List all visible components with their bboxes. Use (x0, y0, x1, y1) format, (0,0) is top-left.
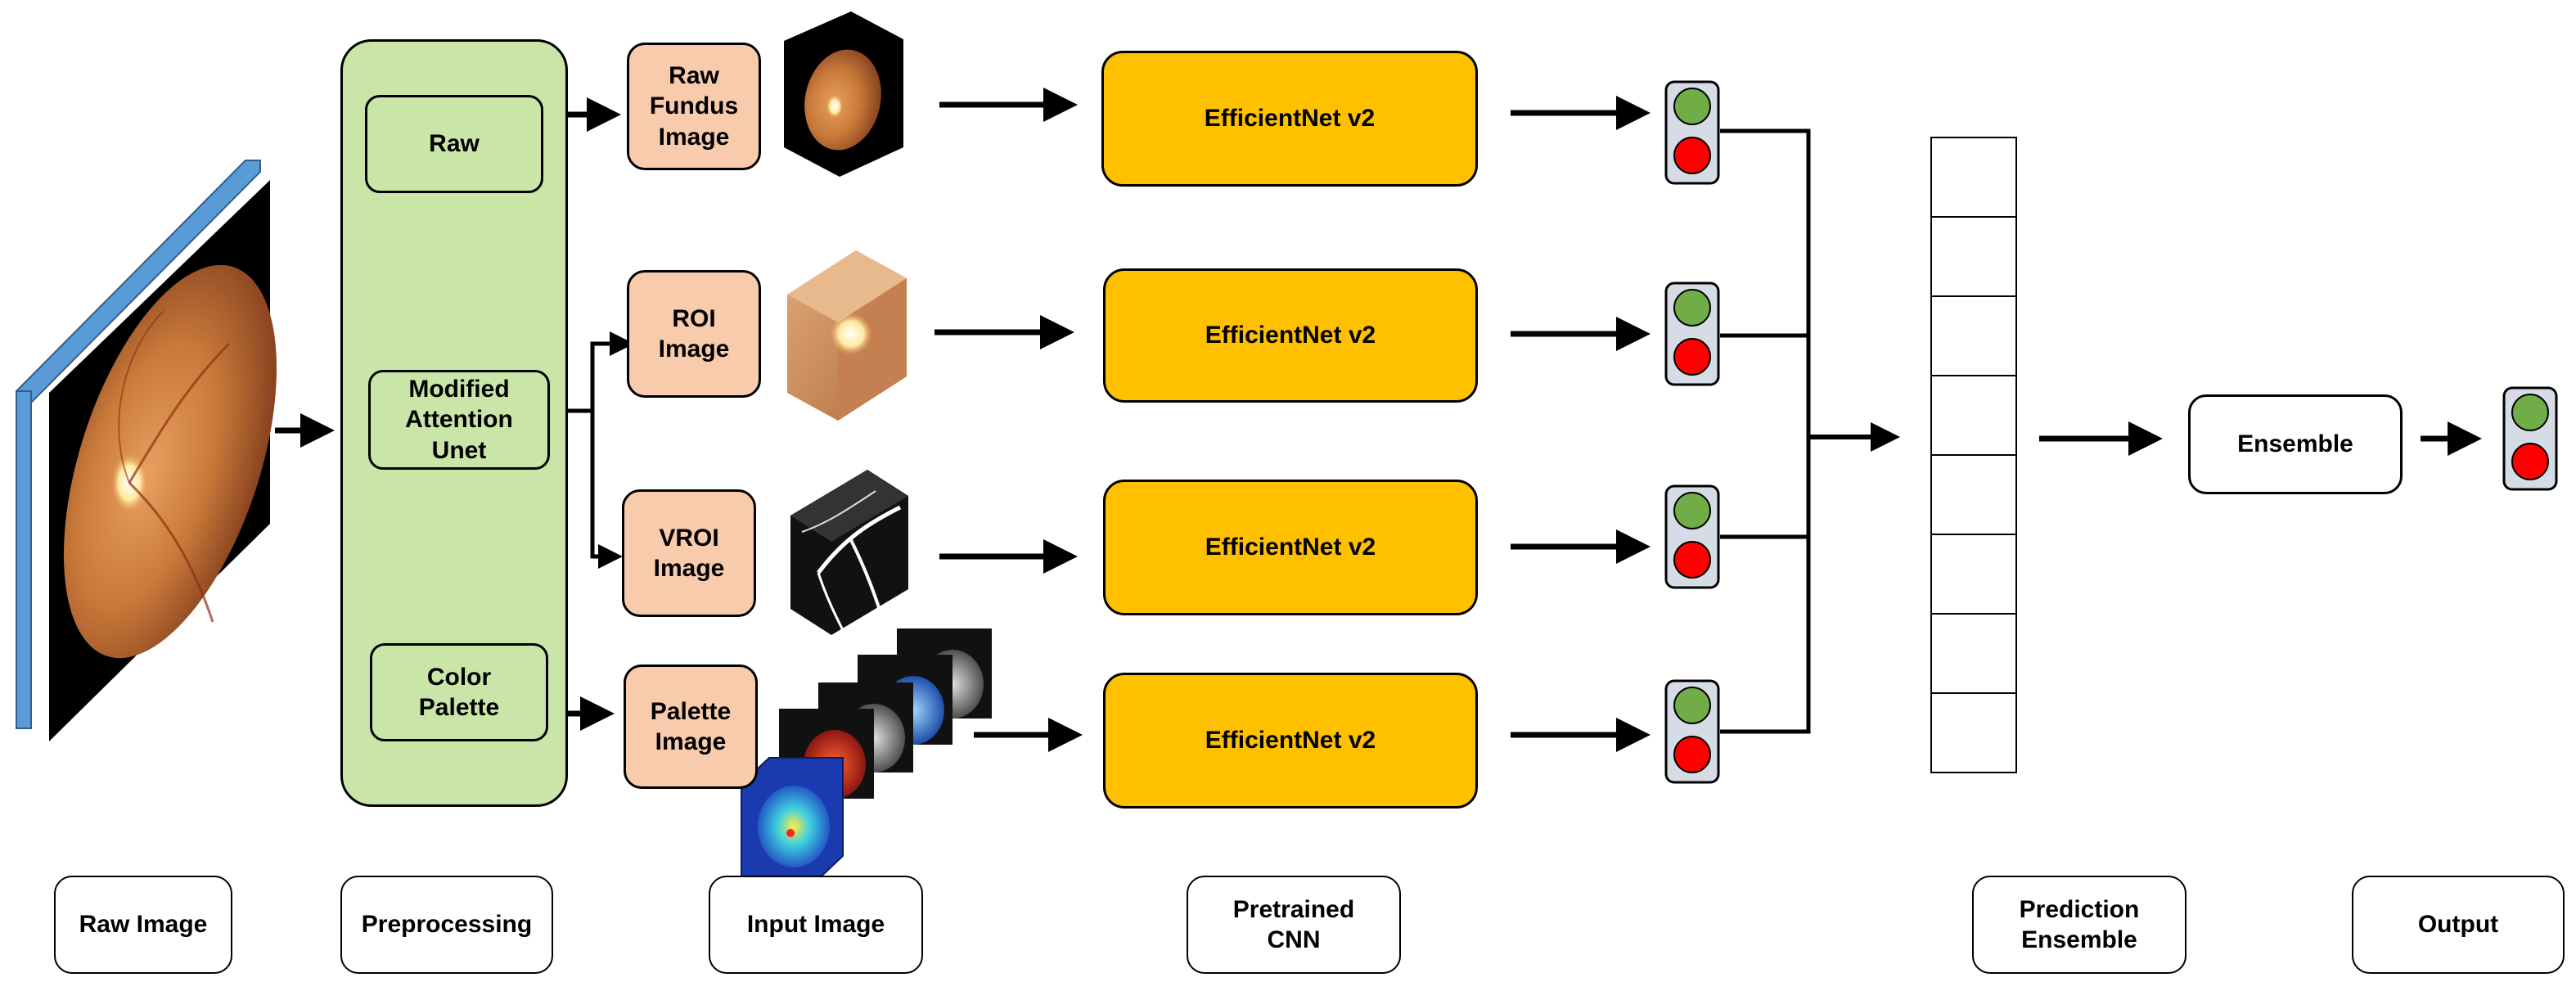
stage-raw-image: Raw Image (54, 876, 232, 974)
stage-pretrained-cnn: Pretrained CNN (1187, 876, 1401, 974)
stage-input-image: Input Image (709, 876, 923, 974)
stage-prediction-ensemble: Prediction Ensemble (1972, 876, 2186, 974)
preproc-palette-box: Color Palette (370, 643, 548, 741)
cnn-box-2: EfficientNet v2 (1103, 268, 1478, 403)
input-vroi-box: VROI Image (622, 489, 756, 617)
palette-stack (741, 628, 992, 883)
arrow-unet-to-roi (550, 331, 634, 413)
preproc-raw-box: Raw (365, 95, 543, 193)
stage-output: Output (2352, 876, 2565, 974)
signal-1 (1664, 80, 1720, 185)
input-roi-box: ROI Image (627, 270, 761, 398)
cnn-box-1: EfficientNet v2 (1101, 51, 1478, 187)
ensemble-box: Ensemble (2188, 394, 2403, 494)
preproc-unet-box: Modified Attention Unet (368, 370, 550, 470)
stage-preprocessing: Preprocessing (340, 876, 553, 974)
prediction-ensemble-column (1930, 137, 2017, 773)
roi-cube (787, 250, 907, 421)
merge-connector (1720, 128, 1900, 734)
raw-fundus-illustration (16, 160, 277, 741)
cnn-box-4: EfficientNet v2 (1103, 673, 1478, 809)
input-palette-box: Palette Image (624, 664, 758, 789)
signal-4 (1664, 679, 1720, 784)
vroi-cube (790, 470, 908, 635)
signal-3 (1664, 484, 1720, 589)
input-raw-fundus-box: Raw Fundus Image (627, 43, 761, 170)
arrow-unet-to-vroi (590, 411, 623, 569)
raw-fundus-cube (784, 11, 903, 177)
output-signal (2502, 386, 2558, 491)
cnn-box-3: EfficientNet v2 (1103, 480, 1478, 615)
signal-2 (1664, 282, 1720, 386)
